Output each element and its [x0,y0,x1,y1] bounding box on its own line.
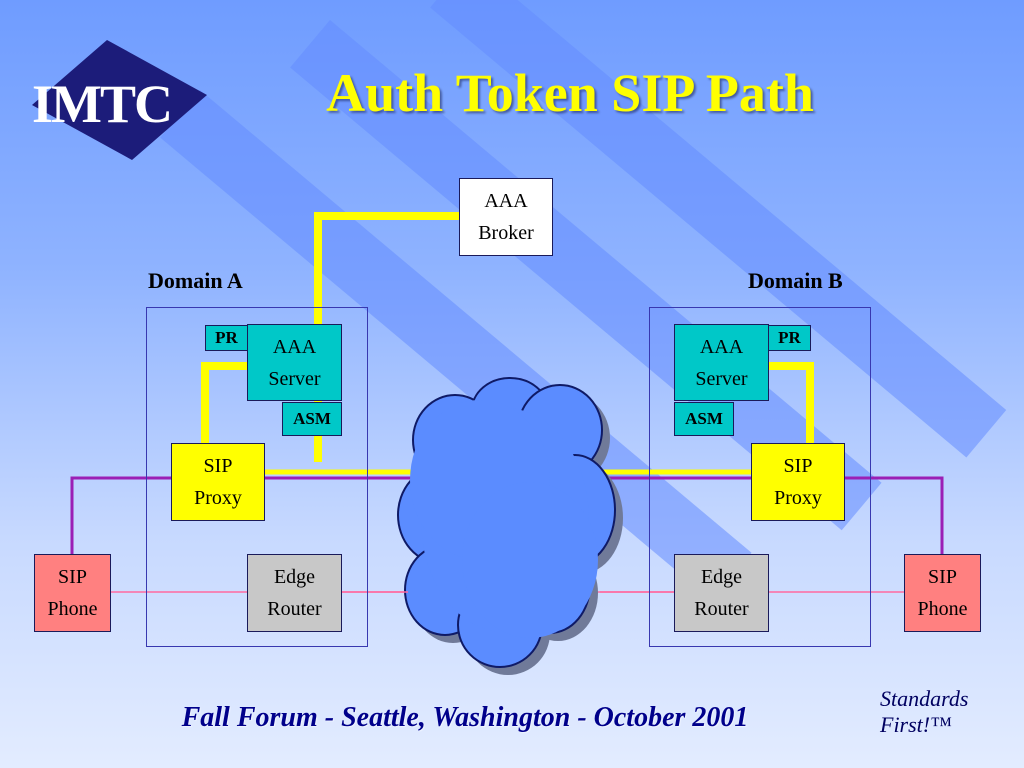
edge-router-b-node[interactable]: Edge Router [674,554,769,632]
sip-proxy-a-line1: SIP [203,455,233,477]
aaa-broker-node[interactable]: AAA Broker [459,178,553,256]
pr-b-node[interactable]: PR [768,325,811,351]
network-cloud [397,377,623,675]
aaa-server-a-line2: Server [268,367,321,390]
aaa-server-b-node[interactable]: AAA Server [674,324,769,401]
pr-a-label: PR [215,328,238,347]
aaa-server-a-link [201,362,248,445]
sip-signaling-right [845,476,944,556]
sip-phone-a-line2: Phone [47,598,98,620]
asm-a-node[interactable]: ASM [282,402,342,436]
sip-proxy-a-line2: Proxy [194,487,242,509]
domain-b-label: Domain B [748,268,843,293]
sip-phone-b-line1: SIP [928,566,957,588]
aaa-broker-line2: Broker [478,222,534,244]
sip-phone-a-node[interactable]: SIP Phone [34,554,111,632]
sip-proxy-b-line2: Proxy [774,487,822,509]
sip-proxy-b-line1: SIP [783,455,813,477]
sip-phone-a-line1: SIP [58,566,87,588]
edge-router-b-line2: Router [694,598,749,620]
sip-proxy-b-node[interactable]: SIP Proxy [751,443,845,521]
pr-b-label: PR [778,328,801,347]
aaa-server-b-line2: Server [695,367,748,390]
imtc-logo: IMTC [32,40,207,160]
sip-proxy-a-node[interactable]: SIP Proxy [171,443,265,521]
aaa-server-b-link [768,362,814,445]
edge-router-a-line2: Router [267,598,322,620]
sip-signaling-left [70,476,175,556]
edge-router-b-line1: Edge [700,566,743,588]
domain-a-label: Domain A [148,268,243,293]
sip-phone-b-line2: Phone [917,598,968,620]
asm-b-node[interactable]: ASM [674,402,734,436]
sip-phone-b-node[interactable]: SIP Phone [904,554,981,632]
standards-first-tagline: Standards First!™ [880,686,1020,738]
slide-title: Auth Token SIP Path [326,63,814,123]
asm-b-label: ASM [685,409,723,428]
standards-line1: Standards [880,686,969,711]
edge-router-a-node[interactable]: Edge Router [247,554,342,632]
aaa-server-a-line1: AAA [272,335,317,358]
edge-router-a-line1: Edge [273,566,316,588]
standards-line2: First!™ [880,712,952,737]
asm-a-label: ASM [293,409,331,428]
pr-a-node[interactable]: PR [205,325,248,351]
aaa-server-b-line1: AAA [699,335,744,358]
domain-a-frame [146,307,368,647]
footer-event-text: Fall Forum - Seattle, Washington - Octob… [181,702,749,733]
aaa-server-a-node[interactable]: AAA Server [247,324,342,401]
logo-text: IMTC [32,74,171,134]
aaa-broker-line1: AAA [484,190,528,212]
domain-b-frame [649,307,871,647]
